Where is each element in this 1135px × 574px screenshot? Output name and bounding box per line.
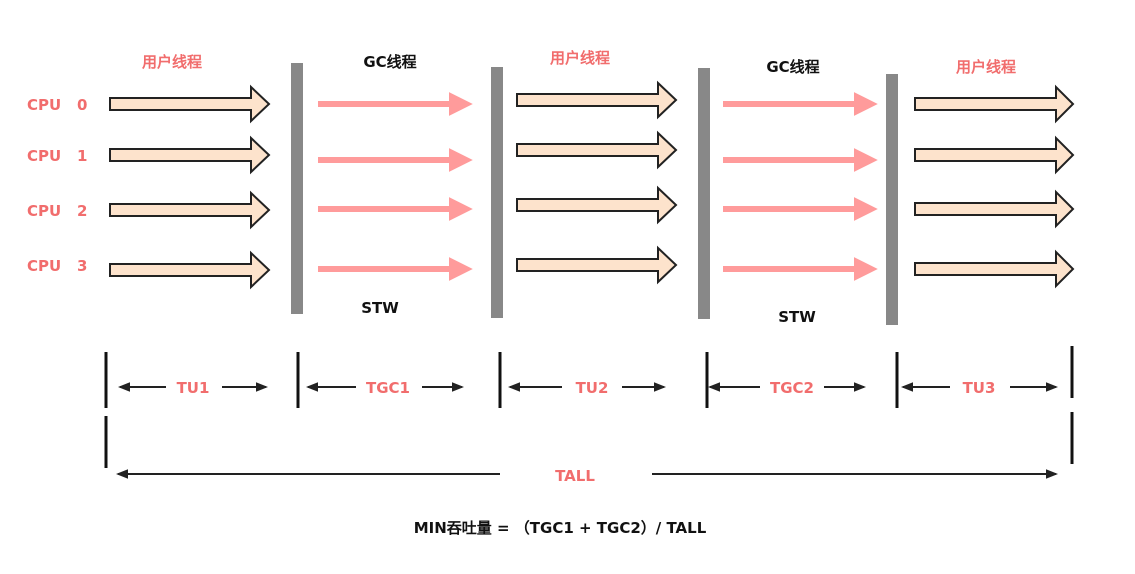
stw-label-2: STW: [778, 308, 816, 326]
interval-label-tgc1: TGC1: [366, 379, 410, 397]
user-arrows-col-2: [516, 80, 678, 285]
user-arrow: [516, 245, 678, 285]
phase-label-gc-1: GC线程: [363, 53, 416, 71]
user-arrows-col-3: [914, 84, 1075, 289]
user-arrow: [914, 135, 1075, 175]
user-arrow: [109, 250, 271, 290]
user-arrow: [516, 80, 678, 120]
interval-label-tu1: TU1: [177, 379, 210, 397]
interval-arrows: [116, 382, 1058, 479]
stw-divider-4: [886, 74, 898, 325]
user-arrow: [109, 135, 271, 175]
user-arrow: [109, 190, 271, 230]
interval-ticks: [104, 346, 1074, 468]
total-label: TALL: [555, 467, 595, 485]
user-arrow: [516, 130, 678, 170]
user-arrow: [516, 185, 678, 225]
phase-label-user-1: 用户线程: [142, 53, 202, 71]
throughput-formula: MIN吞吐量 = （TGC1 + TGC2）/ TALL: [414, 519, 707, 537]
stw-divider-2: [491, 67, 503, 318]
interval-label-tu3: TU3: [963, 379, 996, 397]
user-arrow: [109, 84, 271, 124]
user-arrow: [914, 84, 1075, 124]
phase-label-user-2: 用户线程: [550, 49, 610, 67]
stw-label-1: STW: [361, 299, 399, 317]
interval-label-tgc2: TGC2: [770, 379, 814, 397]
user-arrows-col-1: [109, 84, 271, 290]
stw-divider-3: [698, 68, 710, 319]
gc-arrows-col-2: [723, 92, 878, 281]
phase-label-gc-2: GC线程: [766, 58, 819, 76]
phase-label-user-3: 用户线程: [956, 58, 1016, 76]
interval-label-tu2: TU2: [576, 379, 609, 397]
user-arrow: [914, 249, 1075, 289]
user-arrow: [914, 189, 1075, 229]
stw-divider-1: [291, 63, 303, 314]
gc-arrows-col-1: [318, 92, 473, 281]
